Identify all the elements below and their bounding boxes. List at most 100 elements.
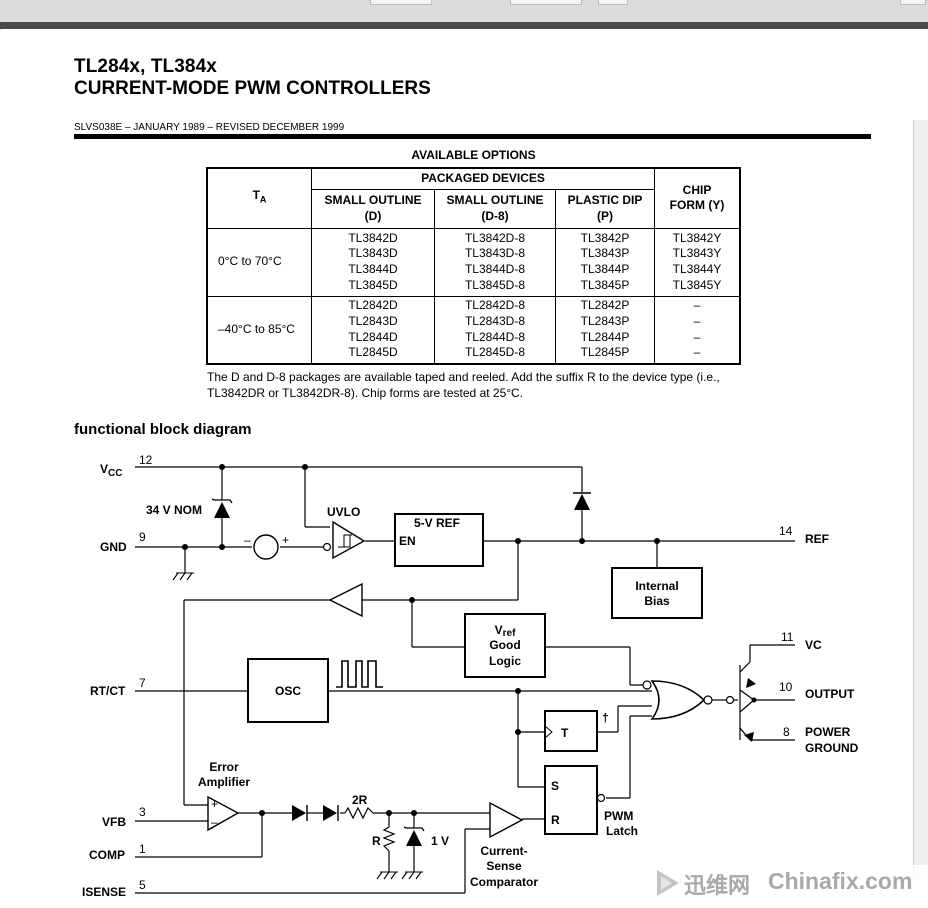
pin-label-ref: REF bbox=[805, 532, 829, 546]
ground-symbol bbox=[172, 572, 423, 880]
error-amp-label-2: Amplifier bbox=[198, 775, 250, 789]
pin-label-comp: COMP bbox=[89, 848, 125, 862]
diagram-title: functional block diagram bbox=[74, 421, 252, 438]
pin-label-vfb: VFB bbox=[102, 815, 126, 829]
doc-title-line2: CURRENT-MODE PWM CONTROLLERS bbox=[74, 78, 431, 99]
voltage-source-icon bbox=[253, 534, 279, 560]
pin-number: 3 bbox=[139, 805, 146, 819]
pin-label-output: OUTPUT bbox=[805, 687, 855, 701]
diode-icon bbox=[323, 805, 337, 821]
doc-reference: SLVS038E – JANUARY 1989 – REVISED DECEMB… bbox=[74, 122, 345, 133]
pin-number: 1 bbox=[139, 842, 146, 856]
doc-title-line1: TL284x, TL384x bbox=[74, 56, 217, 77]
pin-number: 9 bbox=[139, 530, 146, 544]
uvlo-comparator bbox=[322, 520, 366, 560]
zener-label: 34 V NOM bbox=[146, 503, 202, 517]
toolbar-tab[interactable] bbox=[598, 0, 628, 5]
vref-label-2: Good bbox=[489, 638, 520, 652]
error-amplifier bbox=[207, 795, 240, 832]
dagger-mark: † bbox=[602, 711, 609, 725]
bias-label-2: Bias bbox=[644, 594, 670, 608]
zener-1v-label: 1 V bbox=[431, 834, 449, 848]
latch-output-bubble bbox=[596, 793, 606, 803]
inverter-bubble bbox=[725, 695, 735, 705]
minus-sign: – bbox=[211, 815, 218, 829]
toggle-flipflop-block bbox=[544, 710, 598, 752]
y-cell: –––– bbox=[654, 295, 741, 365]
header-dip: PLASTIC DIP (P) bbox=[555, 188, 655, 229]
resistor-icon bbox=[344, 806, 374, 820]
watermark bbox=[652, 865, 928, 908]
diode-icon bbox=[573, 492, 591, 510]
pin-number: 14 bbox=[779, 524, 793, 538]
pin-number: 7 bbox=[139, 676, 146, 690]
nor-gate bbox=[642, 680, 713, 720]
cs-label-1: Current- bbox=[480, 844, 527, 858]
watermark-logo-icon bbox=[657, 870, 679, 896]
pin-label-gnd: GND bbox=[100, 540, 127, 554]
resistor-r-label: R bbox=[372, 834, 381, 848]
resistor-2r-label: 2R bbox=[352, 793, 368, 807]
pwm-latch-block bbox=[544, 765, 598, 835]
ref-5v-block bbox=[394, 513, 484, 567]
toolbar-tab[interactable] bbox=[510, 0, 582, 5]
zener-diode-icon bbox=[211, 498, 233, 518]
pin-number: 5 bbox=[139, 878, 146, 892]
internal-bias-block bbox=[611, 567, 703, 619]
clock-waveform-icon bbox=[336, 660, 383, 688]
error-amp-label-1: Error bbox=[209, 760, 239, 774]
ta-cell: 0°C to 70°C bbox=[206, 227, 312, 297]
toolbar-tab[interactable] bbox=[900, 0, 926, 5]
vref-good-logic-block bbox=[464, 613, 546, 678]
junction-dots bbox=[182, 464, 757, 816]
pin-label-vcc: VCC bbox=[100, 462, 122, 479]
current-sense-comparator bbox=[489, 801, 524, 839]
uvlo-label: UVLO bbox=[327, 505, 360, 519]
pin-number: 11 bbox=[781, 630, 794, 644]
bias-label-1: Internal bbox=[635, 579, 678, 593]
transistor-arrow-icon bbox=[744, 732, 754, 742]
table-footnote: The D and D-8 packages are available tap… bbox=[207, 370, 720, 400]
plus-sign: + bbox=[282, 533, 289, 547]
pin-label-ground: GROUND bbox=[805, 741, 859, 755]
toggle-label: T bbox=[561, 726, 569, 740]
latch-label-2: Latch bbox=[606, 824, 638, 838]
header-chip: CHIP FORM (Y) bbox=[654, 167, 741, 229]
zener-diode-icon bbox=[406, 830, 422, 846]
toolbar-tab[interactable] bbox=[370, 0, 432, 5]
transistor-arrow-icon bbox=[746, 678, 756, 688]
options-caption: AVAILABLE OPTIONS bbox=[411, 148, 536, 162]
pin-number: 8 bbox=[783, 725, 790, 739]
latch-label-1: PWM bbox=[604, 809, 633, 823]
watermark-en-text: Chinafix.com bbox=[768, 868, 913, 894]
vref-label-3: Logic bbox=[489, 654, 521, 668]
pin-label-rtct: RT/CT bbox=[90, 684, 126, 698]
pin-number: 12 bbox=[139, 453, 153, 467]
en-label: EN bbox=[399, 534, 416, 548]
pin-label-isense: ISENSE bbox=[82, 885, 126, 899]
plus-sign: + bbox=[211, 797, 218, 811]
resistor-icon bbox=[382, 826, 396, 852]
latch-r-label: R bbox=[551, 813, 560, 827]
osc-label: OSC bbox=[275, 684, 301, 698]
pin-number: 10 bbox=[779, 680, 793, 694]
latch-s-label: S bbox=[551, 779, 559, 793]
buffer-amplifier bbox=[328, 582, 363, 618]
oscillator-block bbox=[247, 658, 329, 723]
watermark-cn-text: 迅维网 bbox=[684, 873, 751, 898]
vertical-scrollbar[interactable] bbox=[913, 120, 928, 880]
cs-label-2: Sense bbox=[486, 859, 522, 873]
window-border bbox=[0, 22, 928, 29]
minus-sign: – bbox=[244, 533, 251, 547]
diagram-labels: VCC 12 GND 9 RT/CT 7 VFB 3 COMP 1 ISENSE… bbox=[82, 453, 859, 899]
diode-icon bbox=[292, 805, 306, 821]
cs-label-3: Comparator bbox=[470, 875, 538, 889]
